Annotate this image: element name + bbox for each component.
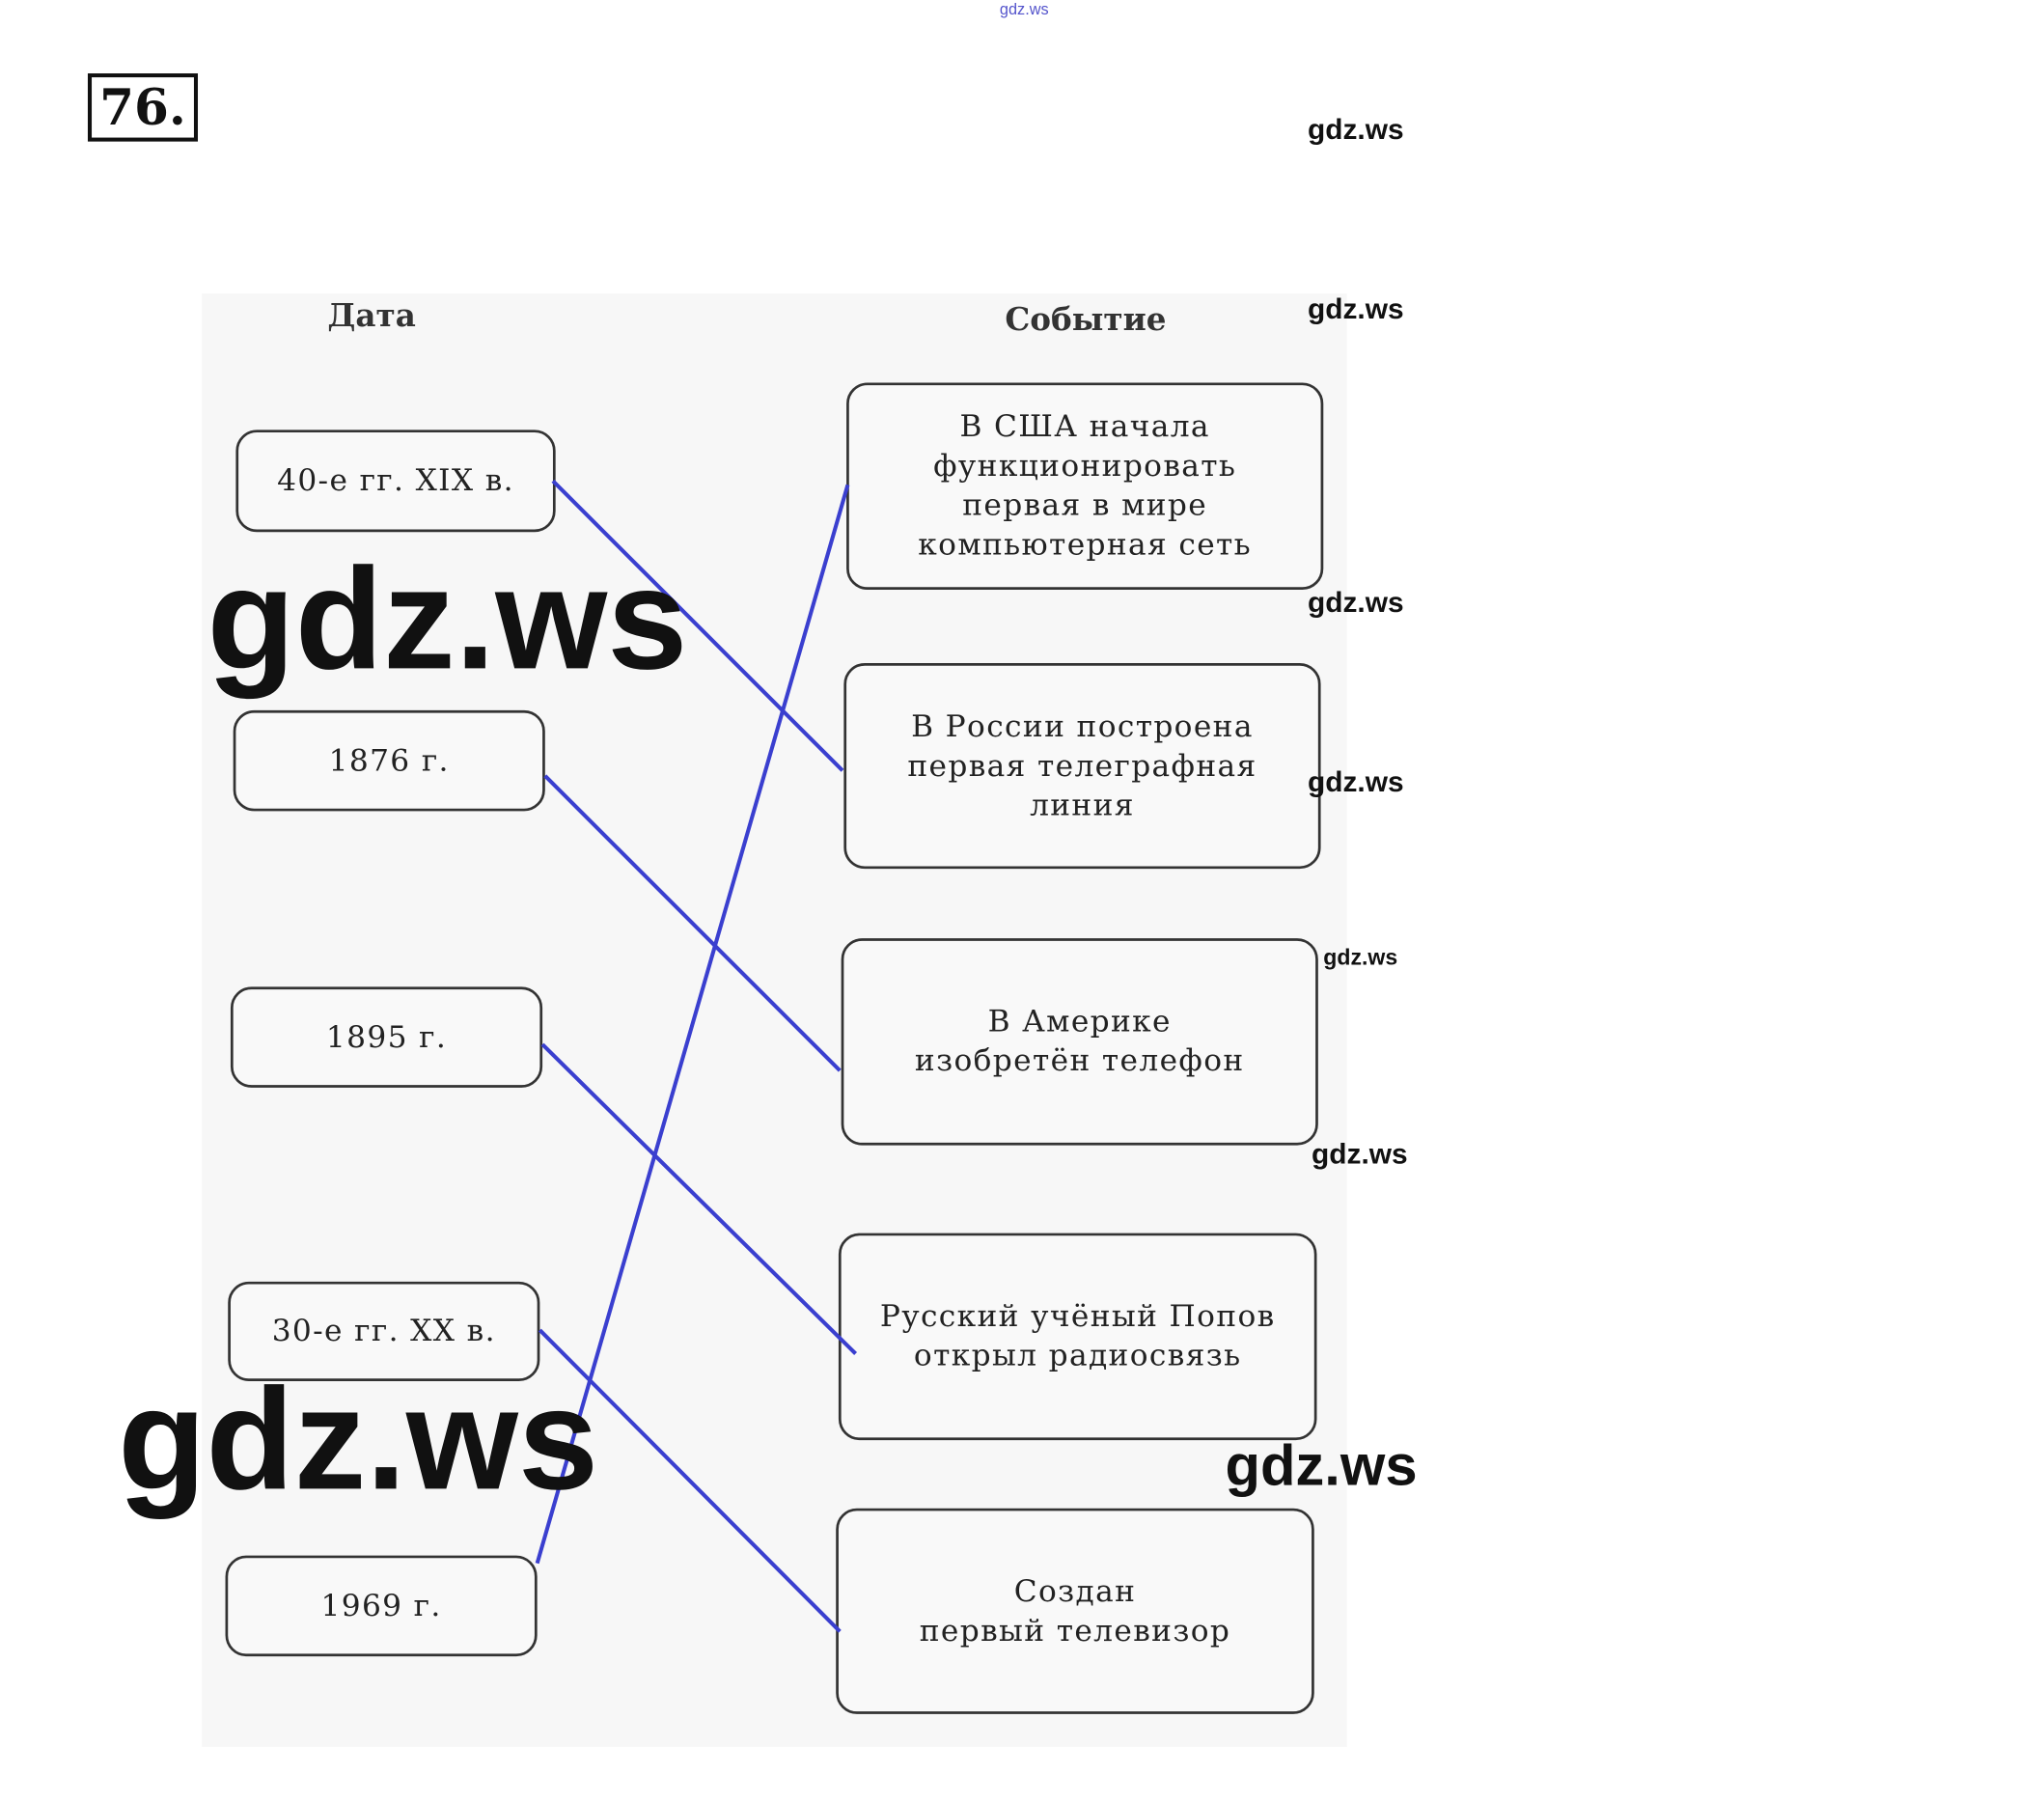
- watermark: gdz.ws: [1307, 764, 1404, 798]
- watermark: gdz.ws: [207, 539, 688, 701]
- watermark: gdz.ws: [999, 0, 1049, 19]
- date-box[interactable]: 1895 г.: [230, 986, 543, 1088]
- event-box[interactable]: Создан первый телевизор: [836, 1508, 1314, 1714]
- event-box[interactable]: В России построена первая телеграфная ли…: [843, 662, 1321, 870]
- date-box[interactable]: 30-е гг. XX в.: [228, 1281, 540, 1382]
- match-line: [540, 1042, 858, 1355]
- event-box[interactable]: Русский учёный Попов открыл радиосвязь: [838, 1233, 1317, 1441]
- watermark: gdz.ws: [1307, 585, 1404, 619]
- match-line: [535, 484, 850, 1565]
- watermark: gdz.ws: [1323, 944, 1398, 970]
- date-box[interactable]: 1969 г.: [225, 1555, 538, 1657]
- date-box[interactable]: 40-е гг. XIX в.: [235, 430, 556, 533]
- date-column-header: Дата: [327, 295, 416, 335]
- watermark: gdz.ws: [118, 1358, 599, 1520]
- watermark: gdz.ws: [1312, 1137, 1408, 1171]
- watermark: gdz.ws: [1307, 112, 1404, 146]
- match-line: [543, 774, 842, 1072]
- event-box[interactable]: В Америке изобретён телефон: [841, 938, 1318, 1146]
- task-number: 76.: [87, 73, 199, 142]
- match-line: [551, 479, 844, 772]
- watermark: gdz.ws: [1307, 291, 1404, 325]
- date-box[interactable]: 1876 г.: [233, 709, 545, 812]
- event-column-header: Событие: [1005, 299, 1167, 339]
- watermark: gdz.ws: [1225, 1433, 1418, 1498]
- event-box[interactable]: В США начала функционировать первая в ми…: [846, 382, 1324, 590]
